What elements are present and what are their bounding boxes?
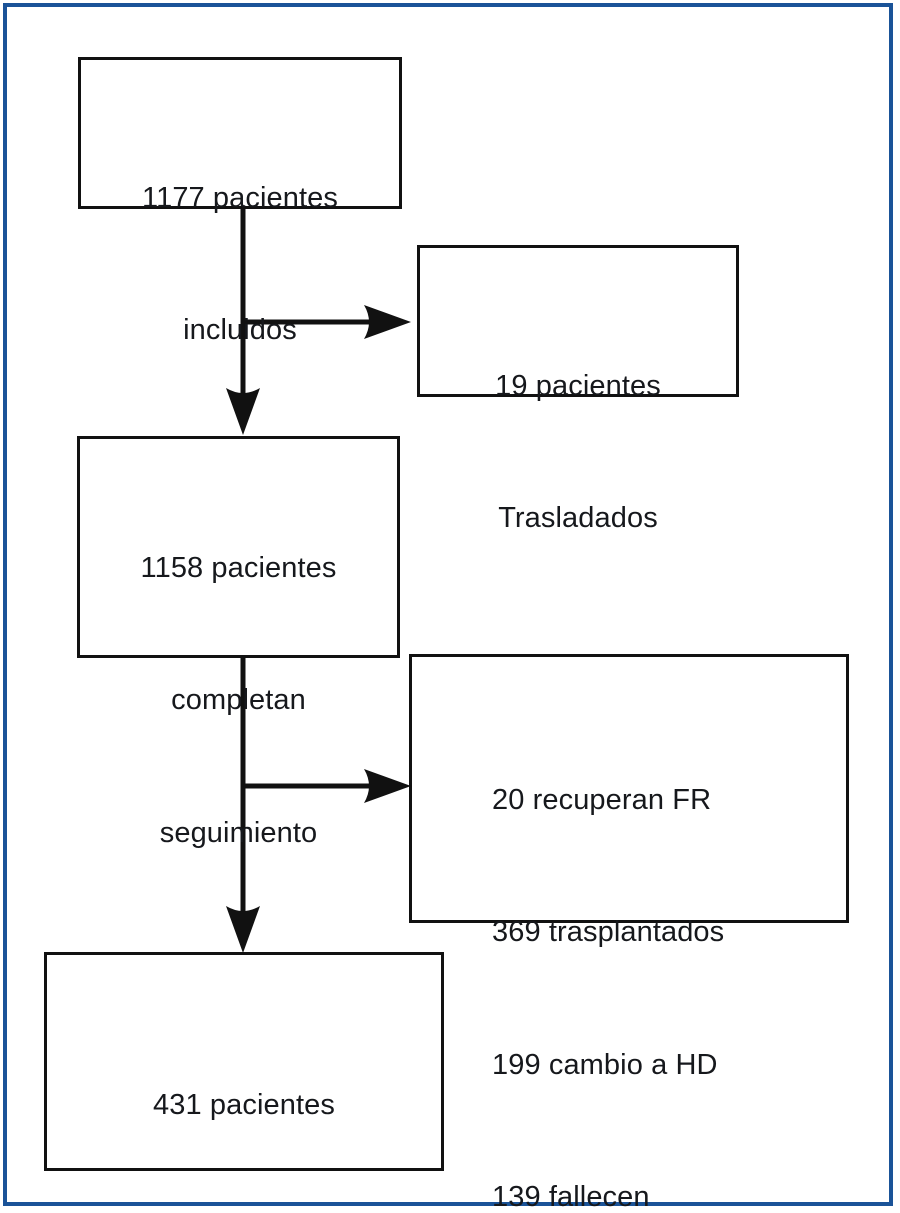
dropouts-line-4: 139 fallecen (492, 1180, 650, 1213)
transferred-patients-line-1: 19 pacientes (495, 370, 661, 403)
remaining-patients-label: 431 pacientes siguen en DP a fin de estu… (45, 995, 443, 1213)
remaining-patients-box (44, 952, 444, 1171)
connector-included-to-completed (226, 207, 260, 435)
dropouts-line-1: 20 recuperan FR (492, 784, 712, 817)
completed-followup-box (77, 436, 400, 658)
arrowhead-down-to-remaining (226, 906, 260, 953)
dropouts-box (409, 654, 849, 923)
completed-followup-line-1: 1158 pacientes (140, 552, 337, 585)
included-patients-label: 1177 pacientes incluidos (79, 88, 401, 441)
included-patients-line-1: 1177 pacientes (142, 182, 338, 215)
dropouts-line-2: 369 trasplantados (492, 916, 725, 949)
connector-completed-to-dropouts (243, 769, 411, 803)
included-patients-line-2: incluidos (183, 314, 297, 347)
dropouts-line-3: 199 cambio a HD (492, 1048, 718, 1081)
arrowhead-right-to-dropouts (364, 769, 411, 803)
completed-followup-label: 1158 pacientes completan seguimiento (78, 458, 399, 943)
transferred-patients-label: 19 pacientes Trasladados (418, 276, 738, 629)
connector-included-to-transferred (243, 305, 411, 339)
completed-followup-line-3: seguimiento (159, 816, 318, 849)
arrowhead-down-to-completed (226, 388, 260, 435)
connector-completed-to-remaining (226, 656, 260, 953)
arrowhead-right-to-transferred (364, 305, 411, 339)
dropouts-label: 20 recuperan FR 369 trasplantados 199 ca… (492, 690, 842, 1213)
transferred-patients-line-2: Trasladados (498, 502, 658, 535)
remaining-patients-line-1: 431 pacientes (153, 1089, 335, 1122)
included-patients-box (78, 57, 402, 209)
transferred-patients-box (417, 245, 739, 397)
completed-followup-line-2: completan (171, 684, 306, 717)
